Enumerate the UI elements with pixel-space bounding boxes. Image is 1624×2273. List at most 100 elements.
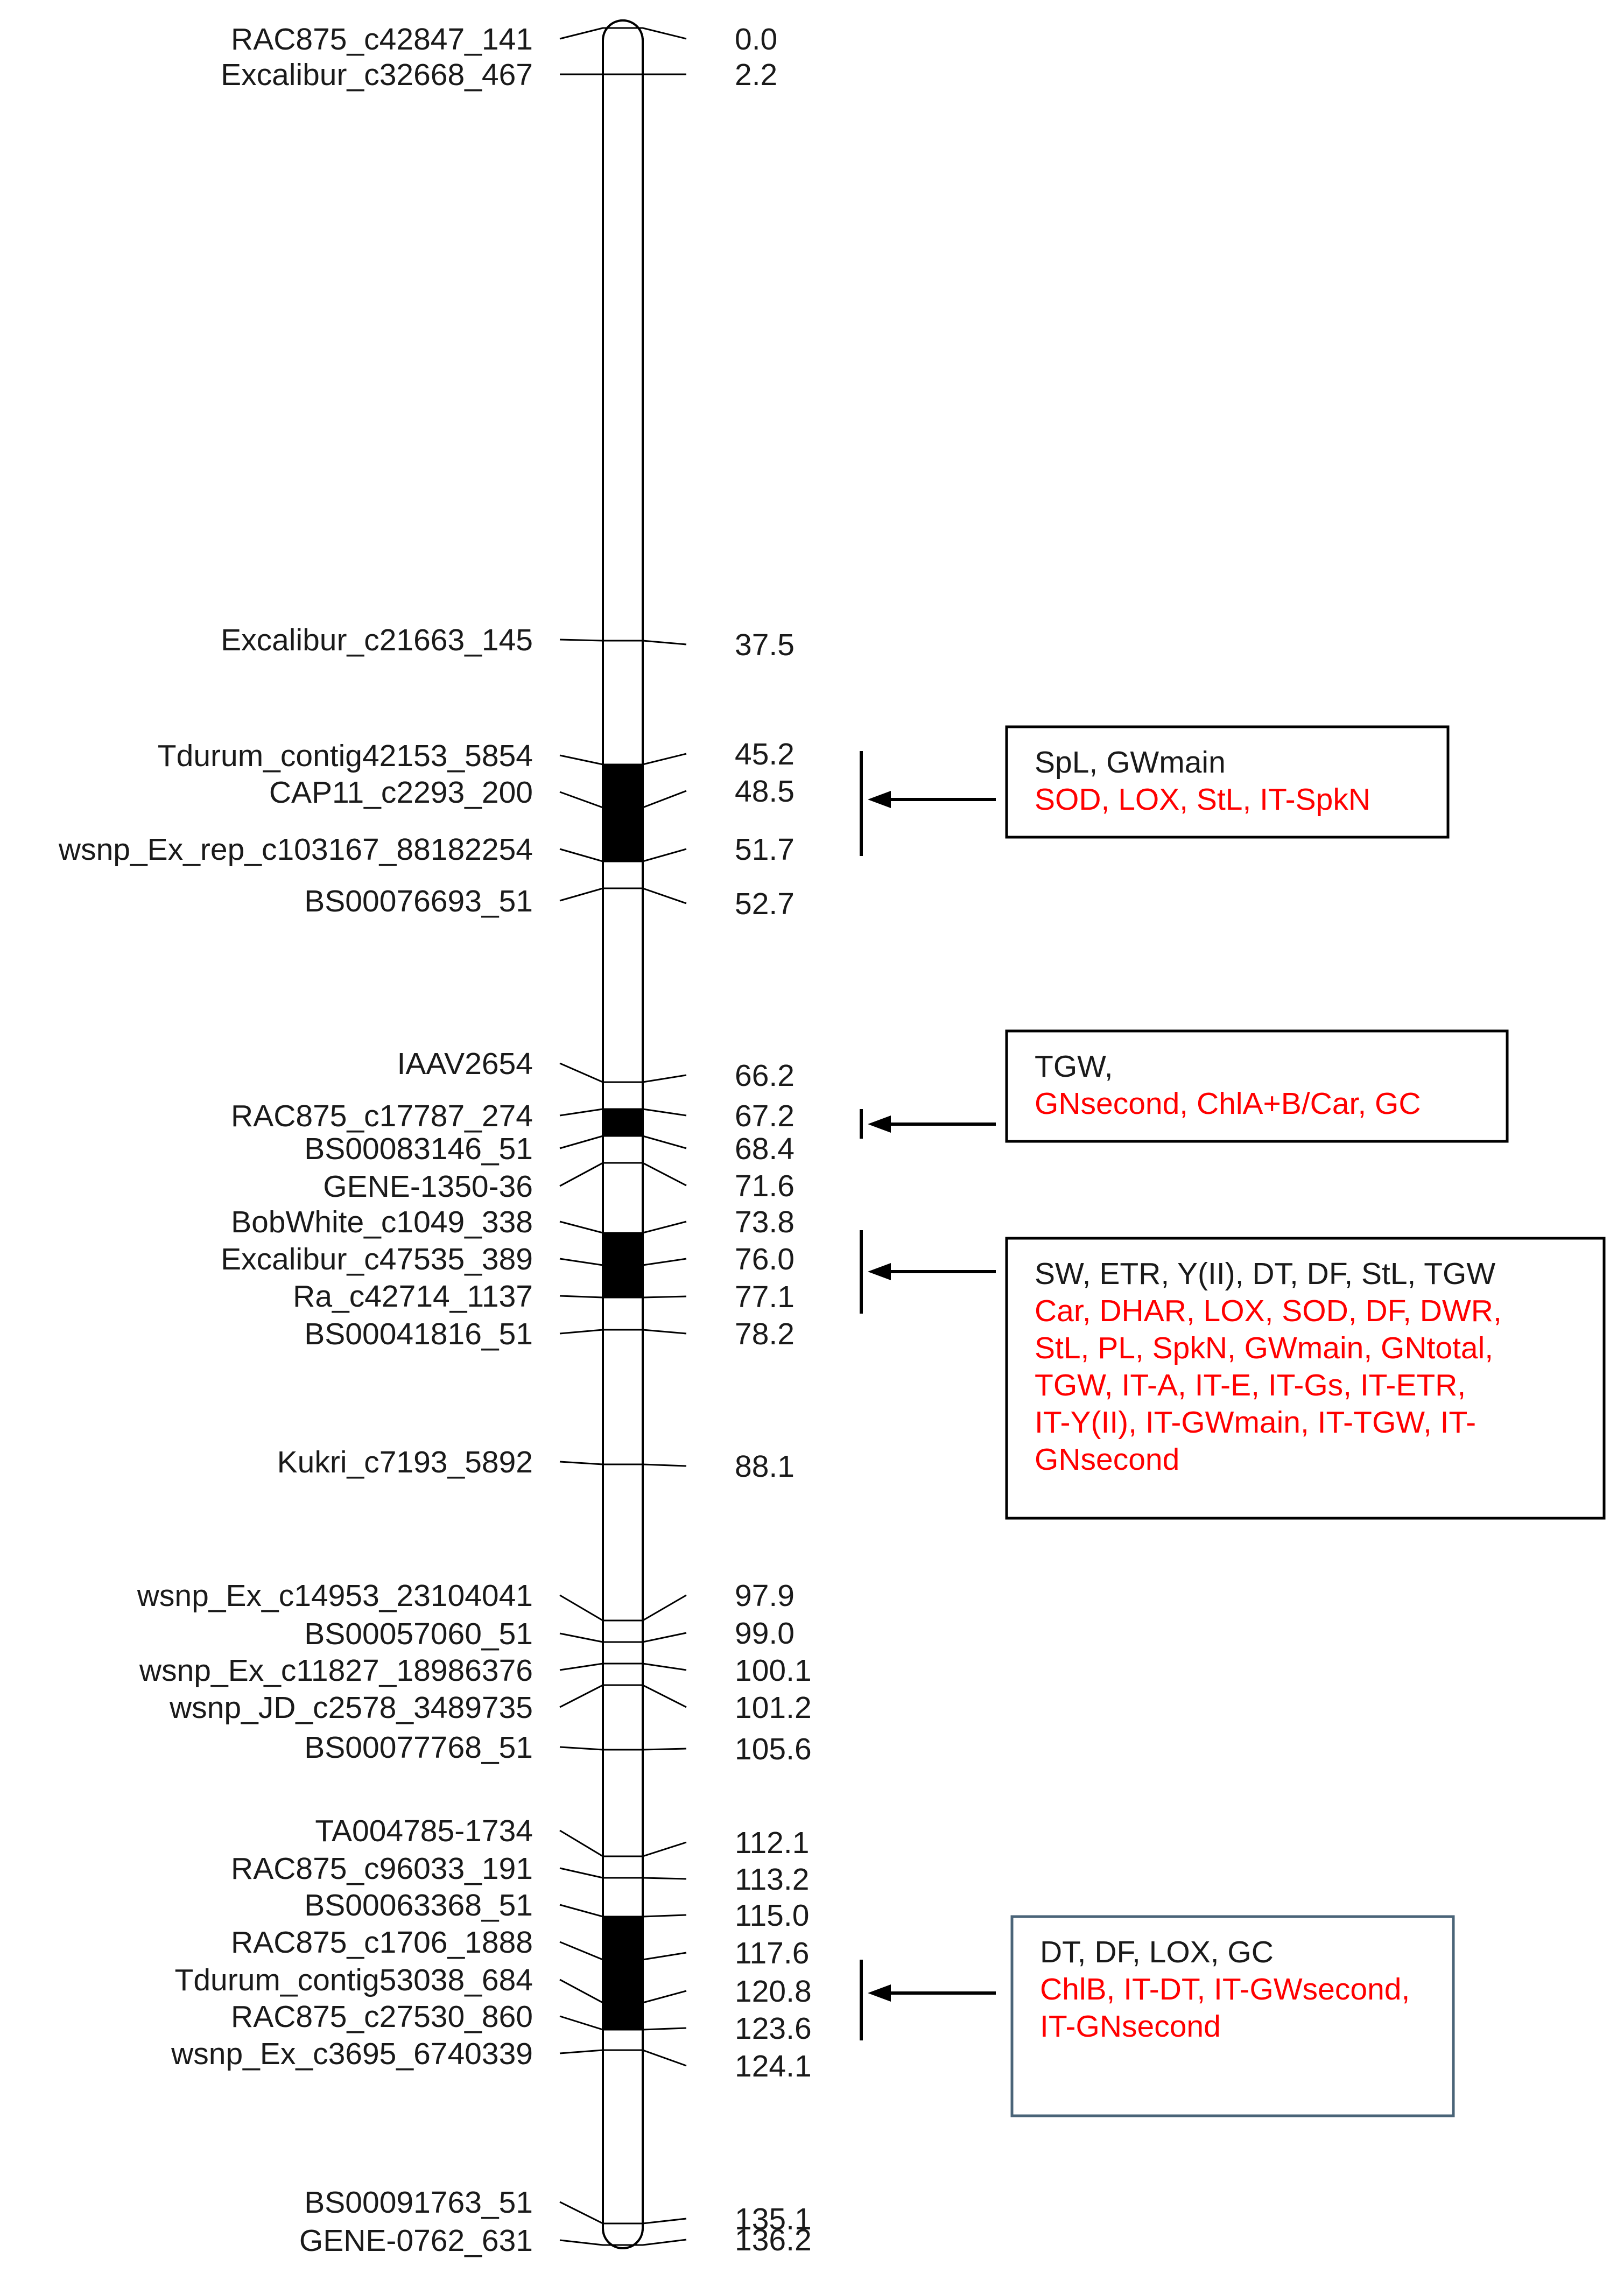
marker-name-label: BobWhite_c1049_338	[231, 1205, 533, 1239]
marker-tick	[559, 2239, 687, 2246]
marker-name-label: RAC875_c42847_141	[231, 22, 533, 57]
qtl-trait-box	[1005, 725, 1450, 839]
qtl-trait-text-black: SpL, GWmain	[1035, 745, 1226, 780]
qtl-arrowhead	[868, 1116, 891, 1133]
marker-tick	[559, 1062, 687, 1083]
marker-tick	[559, 1979, 687, 2004]
marker-tick	[559, 1829, 687, 1857]
marker-tick	[559, 1904, 687, 1918]
marker-ticks	[559, 27, 687, 2246]
marker-name-label: Tdurum_contig53038_684	[175, 1963, 533, 1997]
marker-tick	[559, 1220, 687, 1234]
marker-position-label: 113.2	[735, 1862, 809, 1897]
marker-name-label: Excalibur_c32668_467	[221, 58, 533, 92]
marker-tick	[559, 1295, 687, 1299]
qtl-trait-text-red: Car, DHAR, LOX, SOD, DF, DWR,	[1035, 1294, 1502, 1328]
marker-position-label: 97.9	[735, 1579, 795, 1613]
marker-position-label: 123.6	[735, 2011, 812, 2046]
marker-tick	[559, 1461, 687, 1467]
marker-tick	[559, 27, 687, 40]
marker-name-label: wsnp_Ex_c11827_18986376	[139, 1653, 533, 1688]
marker-position-label: 135.1	[735, 2202, 812, 2236]
marker-name-label: wsnp_Ex_c3695_6740339	[171, 2037, 533, 2071]
marker-position-label: 105.6	[735, 1732, 812, 1766]
marker-tick	[559, 2015, 687, 2031]
marker-tick	[559, 1746, 687, 1751]
marker-position-label: 124.1	[735, 2049, 812, 2083]
qtl-trait-box	[1005, 1029, 1509, 1143]
marker-name-label: wsnp_JD_c2578_3489735	[169, 1690, 533, 1725]
marker-names: RAC875_c42847_141Excalibur_c32668_467Exc…	[58, 22, 533, 2258]
marker-name-label: BS00076693_51	[304, 884, 533, 918]
marker-name-label: Ra_c42714_1137	[293, 1279, 533, 1314]
marker-position-label: 99.0	[735, 1616, 795, 1651]
marker-tick	[559, 1329, 687, 1335]
marker-position-label: 112.1	[735, 1826, 809, 1860]
marker-tick	[559, 2049, 687, 2067]
marker-name-label: BS00057060_51	[304, 1617, 533, 1651]
marker-position-label: 52.7	[735, 887, 795, 921]
marker-name-label: Kukri_c7193_5892	[277, 1445, 533, 1479]
marker-name-label: IAAV2654	[397, 1047, 533, 1081]
marker-tick	[559, 1594, 687, 1622]
marker-name-label: RAC875_c17787_274	[231, 1099, 533, 1133]
marker-name-label: Excalibur_c47535_389	[221, 1242, 533, 1276]
qtl-trait-text-red: IT-GNsecond	[1040, 2009, 1221, 2044]
marker-name-label: BS00077768_51	[304, 1730, 533, 1765]
marker-tick	[559, 1162, 687, 1187]
marker-position-label: 2.2	[735, 58, 777, 92]
qtl-trait-text-red: IT-Y(II), IT-GWmain, IT-TGW, IT-	[1035, 1405, 1476, 1440]
marker-positions: 0.02.237.545.248.551.752.766.267.268.471…	[735, 22, 812, 2257]
marker-name-label: GENE-0762_631	[299, 2223, 533, 2258]
marker-position-label: 115.0	[735, 1898, 809, 1933]
marker-name-label: Excalibur_c21663_145	[221, 623, 533, 657]
marker-tick	[559, 1684, 687, 1708]
marker-name-label: wsnp_Ex_rep_c103167_88182254	[58, 832, 533, 867]
marker-position-label: 48.5	[735, 774, 795, 809]
marker-position-label: 71.6	[735, 1169, 795, 1203]
marker-tick	[559, 1867, 687, 1880]
qtl-arrowhead	[868, 1263, 891, 1280]
marker-position-label: 101.2	[735, 1690, 812, 1725]
qtl-trait-text-black: DT, DF, LOX, GC	[1040, 1935, 1274, 1969]
marker-name-label: CAP11_c2293_200	[269, 775, 533, 810]
marker-position-label: 77.1	[735, 1280, 795, 1314]
marker-position-label: 68.4	[735, 1132, 795, 1166]
marker-name-label: BS00091763_51	[304, 2185, 533, 2220]
marker-name-label: TA004785-1734	[315, 1814, 533, 1848]
qtl-arrowhead	[868, 791, 891, 808]
marker-name-label: BS00041816_51	[304, 1317, 533, 1351]
marker-position-label: 76.0	[735, 1242, 795, 1276]
marker-tick	[559, 1108, 687, 1117]
marker-position-label: 67.2	[735, 1099, 795, 1133]
marker-position-label: 73.8	[735, 1205, 795, 1239]
marker-tick	[559, 1662, 687, 1671]
qtl-trait-text-red: StL, PL, SpkN, GWmain, GNtotal,	[1035, 1331, 1493, 1365]
marker-tick	[559, 639, 687, 646]
marker-position-label: 66.2	[735, 1058, 795, 1093]
qtl-trait-text-black: TGW,	[1035, 1049, 1113, 1084]
qtl-trait-text-red: TGW, IT-A, IT-E, IT-Gs, IT-ETR,	[1035, 1368, 1466, 1402]
chromosome-outline	[602, 19, 644, 2249]
marker-position-label: 45.2	[735, 737, 795, 771]
qtl-region-fill	[603, 1917, 643, 2030]
marker-tick	[559, 1258, 687, 1266]
marker-tick	[559, 887, 687, 904]
qtl-arrowhead	[868, 1984, 891, 2002]
marker-tick	[559, 1941, 687, 1961]
qtl-region-fill	[603, 1109, 643, 1136]
qtl-trait-box	[1010, 1915, 1455, 2117]
marker-tick	[559, 1135, 687, 1149]
marker-position-label: 51.7	[735, 832, 795, 867]
marker-position-label: 88.1	[735, 1449, 795, 1484]
qtl-trait-text-red: GNsecond	[1035, 1442, 1179, 1477]
marker-tick	[559, 2201, 687, 2225]
marker-position-label: 120.8	[735, 1974, 812, 2009]
marker-name-label: Tdurum_contig42153_5854	[158, 739, 533, 773]
qtl-trait-text-red: GNsecond, ChlA+B/Car, GC	[1035, 1086, 1421, 1121]
marker-position-label: 100.1	[735, 1653, 812, 1688]
qtl-trait-text-red: SOD, LOX, StL, IT-SpkN	[1035, 782, 1370, 817]
marker-name-label: RAC875_c96033_191	[231, 1851, 533, 1886]
